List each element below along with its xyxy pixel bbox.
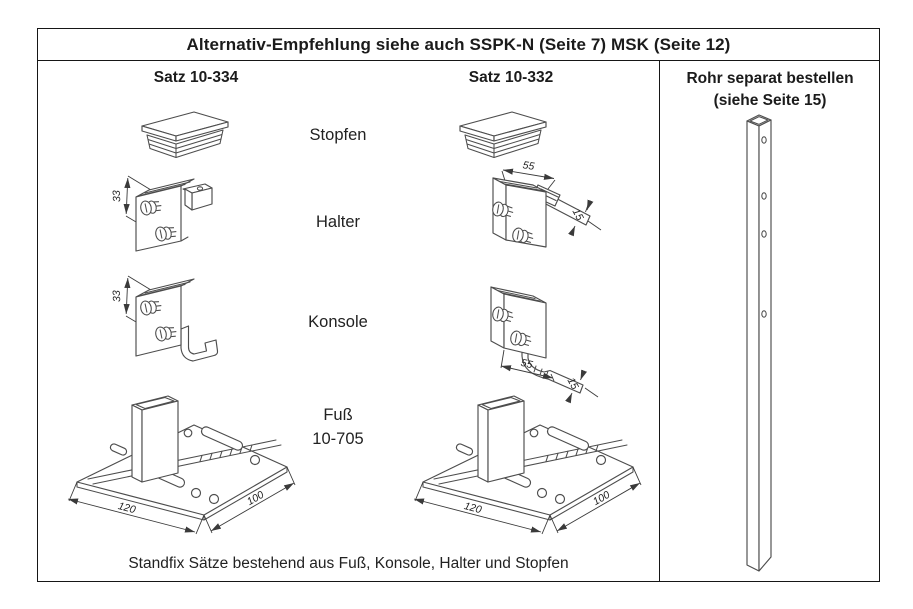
column-divider: [659, 61, 660, 581]
dim-33-label: 33: [111, 190, 123, 202]
fuss-label: Fuß: [323, 406, 353, 424]
stopfen-drawing-332: [459, 111, 547, 159]
column-title-satz-10-332: Satz 10-332: [468, 69, 554, 86]
table-body: Satz 10-334 Satz 10-332 Rohr separat bes…: [38, 61, 879, 581]
part-label-halter: Halter: [315, 213, 360, 231]
dim-33-label: 33: [111, 290, 123, 302]
fuss-drawing-334: 120 100: [67, 395, 296, 535]
footer-caption: Standfix Sätze bestehend aus Fuß, Konsol…: [128, 555, 569, 572]
part-label-fuss: Fuß 10-705: [268, 403, 408, 451]
dim-55-label: 55: [522, 159, 536, 173]
dim-100-label: 100: [245, 489, 266, 508]
fuss-number: 10-705: [312, 430, 364, 448]
dim-100-label: 100: [591, 489, 612, 508]
halter-drawing-332: 55 15: [491, 159, 602, 248]
konsole-drawing-334: 33: [111, 275, 219, 362]
rohr-title-line1: Rohr separat bestellen: [686, 70, 854, 87]
stopfen-drawing-334: [141, 111, 229, 159]
part-label-stopfen: Stopfen: [309, 126, 367, 144]
dim-120-label: 120: [463, 500, 483, 516]
fuss-drawing-332: 120 100: [413, 395, 642, 535]
part-label-konsole: Konsole: [308, 313, 368, 331]
header-title: Alternativ-Empfehlung siehe auch SSPK-N …: [186, 35, 731, 54]
dim-55-label: 55: [520, 357, 534, 371]
dim-120-label: 120: [117, 500, 137, 516]
dim-15-label: 15: [565, 376, 581, 392]
halter-drawing-334: 33: [111, 175, 213, 252]
catalog-table: Alternativ-Empfehlung siehe auch SSPK-N …: [37, 28, 880, 582]
rohr-title-line2: (siehe Seite 15): [713, 92, 827, 109]
table-header: Alternativ-Empfehlung siehe auch SSPK-N …: [38, 29, 879, 61]
rohr-drawing: [746, 114, 772, 572]
column-title-satz-10-334: Satz 10-334: [153, 69, 239, 86]
konsole-drawing-332: 15 55: [490, 286, 599, 404]
dim-15-label: 15: [570, 207, 586, 223]
column-title-rohr: Rohr separat bestellen (siehe Seite 15): [660, 68, 880, 112]
